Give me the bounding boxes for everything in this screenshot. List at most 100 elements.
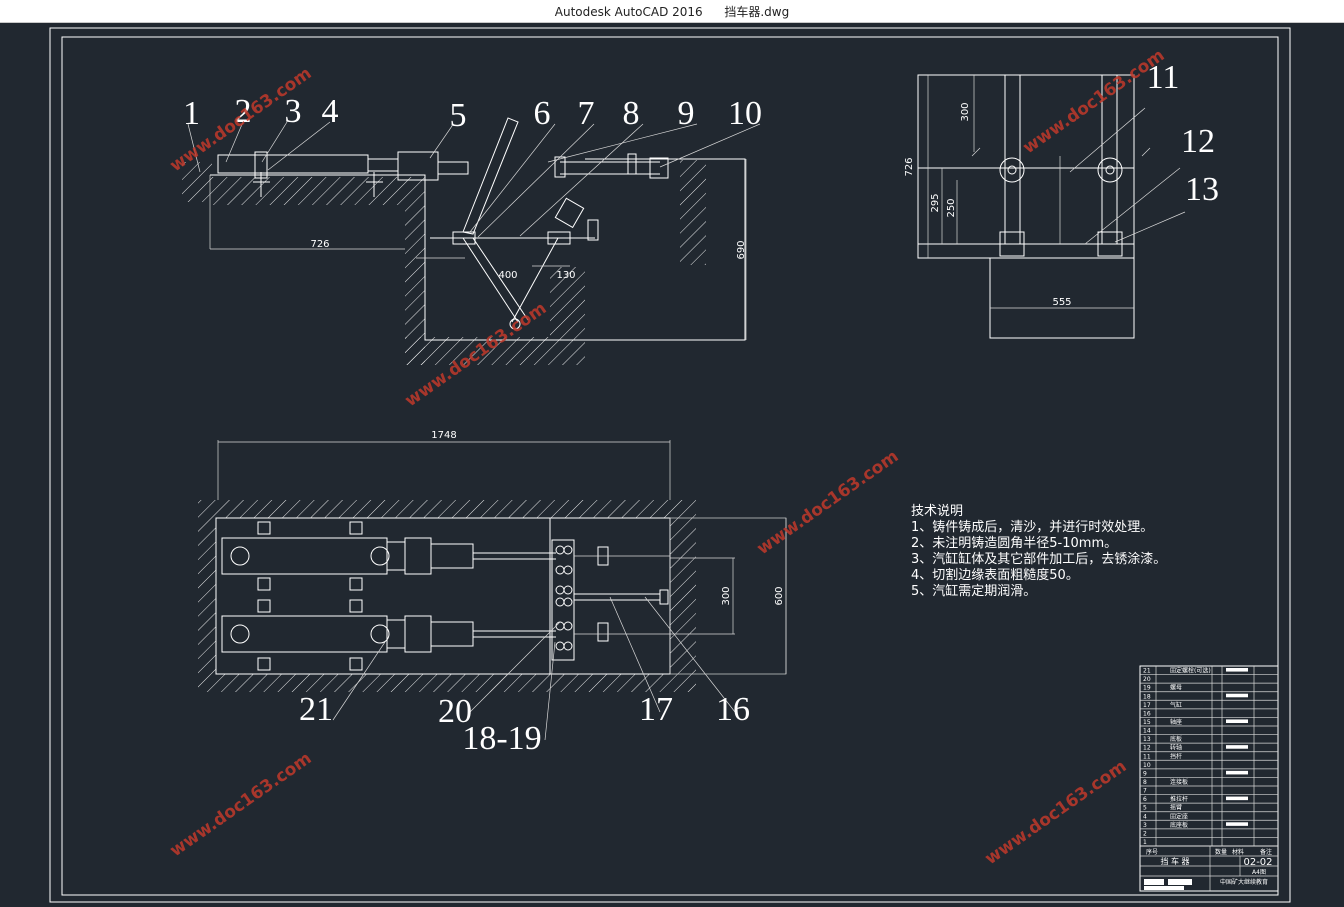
tb-row-material-fill: [1226, 702, 1248, 706]
window-title-bar: Autodesk AutoCAD 2016 挡车器.dwg: [0, 0, 1344, 23]
note-1: 1、铸件铸成后，清沙，并进行时效处理。: [911, 519, 1153, 535]
tb-row-number: 8: [1143, 779, 1147, 786]
tb-row-number: 1: [1143, 839, 1147, 846]
end-view: [917, 74, 1186, 339]
tb-row-material-fill: [1226, 788, 1248, 792]
part-label-4: 4: [322, 93, 339, 130]
drawing-canvas[interactable]: 1 2 3 4 5 6 7 8 9 10 726 400 130 690: [0, 22, 1344, 907]
tb-row-number: 14: [1143, 728, 1151, 735]
part-label-2: 2: [235, 93, 252, 130]
tb-header-material: 材料: [1232, 848, 1244, 856]
dim-295: 295: [930, 193, 941, 212]
tb-row-name: 轴座: [1170, 718, 1182, 726]
tb-row-number: 10: [1143, 762, 1151, 769]
tb-row-name: 底板: [1170, 735, 1182, 743]
notes-title: 技术说明: [911, 504, 963, 519]
part-label-13: 13: [1185, 171, 1219, 208]
technical-notes: 技术说明 1、铸件铸成后，清沙，并进行时效处理。 2、未注明铸造圆角半径5-10…: [911, 504, 1166, 599]
tb-row-material-fill: [1226, 814, 1248, 818]
tb-row-material-fill: [1226, 677, 1248, 681]
part-label-1: 1: [183, 95, 200, 132]
tb-row-number: 2: [1143, 830, 1147, 837]
window-title: Autodesk AutoCAD 2016 挡车器.dwg: [0, 3, 1344, 20]
tb-row-number: 4: [1143, 813, 1147, 820]
watermarks: www.doc163.com www.doc163.com www.doc163…: [166, 45, 1168, 869]
tb-row-number: 13: [1143, 736, 1151, 743]
tb-row-number: 20: [1143, 676, 1151, 683]
tb-drawing-no: 02-02: [1243, 857, 1272, 868]
tb-row-number: 16: [1143, 710, 1151, 717]
tb-row-name: 固定螺栓(可选): [1170, 667, 1211, 675]
tb-row-material-fill: [1226, 779, 1248, 783]
note-4: 4、切割边缘表面粗糙度50。: [911, 567, 1079, 583]
part-label-9: 9: [678, 95, 695, 132]
dim-555: 555: [1052, 297, 1071, 308]
part-label-10: 10: [728, 95, 762, 132]
tb-row-material-fill: [1226, 796, 1248, 801]
part-label-3: 3: [285, 93, 302, 130]
tb-row-name: 挡杆: [1170, 752, 1182, 760]
tb-row-number: 7: [1143, 788, 1147, 795]
dim-600: 600: [774, 586, 785, 605]
tb-row-material-fill: [1226, 770, 1248, 775]
part-label-18-19: 18-19: [462, 720, 541, 757]
tb-row-number: 19: [1143, 685, 1151, 692]
tb-row-number: 17: [1143, 702, 1151, 709]
tb-row-material-fill: [1226, 839, 1248, 843]
tb-row-material-fill: [1226, 711, 1248, 715]
plan-view: [198, 440, 787, 741]
tb-row-material-fill: [1226, 737, 1248, 741]
tb-row-number: 15: [1143, 719, 1151, 726]
tb-row-name: 摇臂: [1170, 804, 1182, 812]
tb-sheet-size: A4图: [1252, 869, 1266, 876]
dim-726-right: 726: [904, 157, 915, 176]
tb-row-name: 螺母: [1170, 684, 1182, 692]
tb-row-name: 转轴: [1170, 744, 1182, 752]
watermark-6: www.doc163.com: [981, 756, 1130, 869]
tb-row-number: 21: [1143, 668, 1151, 675]
dim-300-right: 300: [960, 102, 971, 121]
tb-header-note: 备注: [1260, 848, 1272, 856]
part-label-6: 6: [534, 95, 551, 132]
tb-row-material-fill: [1226, 693, 1248, 698]
tb-row-material-fill: [1226, 685, 1248, 689]
tb-row-name: 连接板: [1170, 778, 1188, 786]
tb-row-material-fill: [1226, 762, 1248, 766]
dim-1748: 1748: [431, 430, 456, 441]
tb-header-qty: 数量: [1215, 848, 1227, 856]
part-label-5: 5: [450, 97, 467, 134]
part-label-17: 17: [639, 691, 673, 728]
tb-row-number: 5: [1143, 805, 1147, 812]
tb-row-material-fill: [1226, 719, 1248, 723]
tb-row-material-fill: [1226, 805, 1248, 809]
tb-row-number: 18: [1143, 693, 1151, 700]
tb-row-name: 固定座: [1170, 812, 1188, 820]
note-5: 5、汽缸需定期润滑。: [911, 583, 1036, 599]
part-label-11: 11: [1147, 59, 1180, 96]
tb-row-name: 底座板: [1170, 821, 1188, 829]
tb-row-number: 11: [1143, 753, 1151, 760]
dim-690: 690: [736, 240, 747, 259]
app-name: Autodesk AutoCAD 2016: [554, 5, 703, 19]
tb-header-seq: 序号: [1146, 848, 1158, 856]
watermark-4: www.doc163.com: [753, 446, 902, 559]
tb-row-material-fill: [1226, 728, 1248, 732]
part-label-20: 20: [438, 693, 472, 730]
dim-130: 130: [556, 270, 575, 281]
tb-row-number: 6: [1143, 796, 1147, 803]
side-view: [182, 117, 761, 365]
tb-row-number: 12: [1143, 745, 1151, 752]
watermark-5: www.doc163.com: [166, 748, 315, 861]
inner-frame: [61, 36, 1279, 896]
dim-726-side: 726: [310, 239, 329, 250]
note-3: 3、汽缸缸体及其它部件加工后，去锈涂漆。: [911, 551, 1166, 567]
tb-row-name: 气缸: [1170, 701, 1182, 709]
dim-400: 400: [498, 270, 517, 281]
part-label-8: 8: [623, 95, 640, 132]
tb-row-material-fill: [1226, 668, 1248, 672]
part-label-21: 21: [299, 691, 333, 728]
part-label-16: 16: [716, 691, 750, 728]
watermark-2: www.doc163.com: [1019, 45, 1168, 158]
tb-row-name: 推拉杆: [1170, 795, 1188, 803]
